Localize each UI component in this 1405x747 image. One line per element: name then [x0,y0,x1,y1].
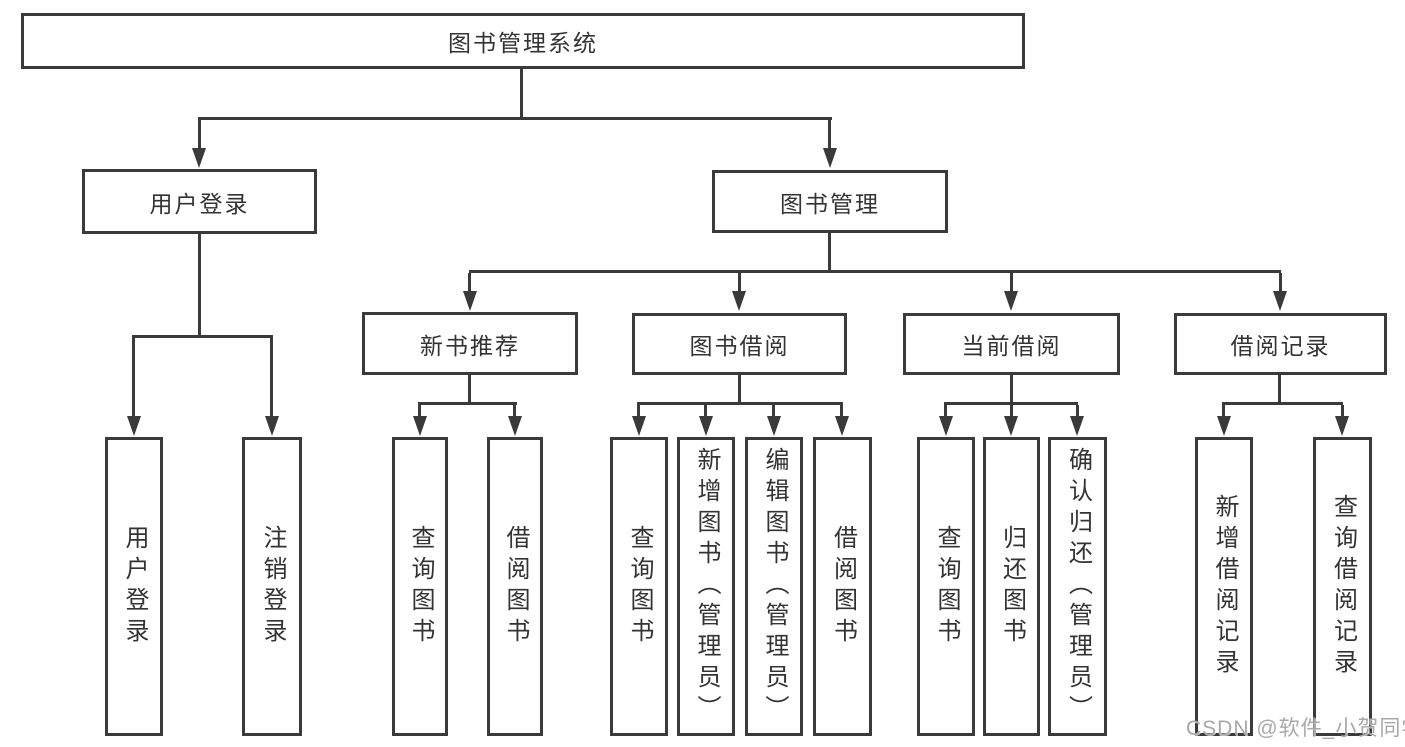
connector-book-borrow-stem [738,375,741,404]
arrowhead-new-book [463,291,477,311]
node-borrowing-records-label: 借阅记录 [1230,333,1331,359]
connector-leaf-stem [513,405,516,417]
leaf-query-books-newbook: 查询图书 [392,437,448,736]
connector-book-mgmt-branch [469,270,1281,273]
leaf-add-books-admin-label: 新增图书（管理员） [693,447,720,726]
node-book-borrowing-label: 图书借阅 [689,333,790,359]
node-new-book-recommend-label: 新书推荐 [420,332,520,359]
connector-book-mgmt-stem [828,233,831,272]
leaf-confirm-return-admin-label: 确认归还（管理员） [1064,447,1092,726]
connector-leaf-stem [840,405,843,417]
arrowhead-book-mgmt [823,148,837,168]
node-current-borrowing-label: 当前借阅 [961,333,1062,359]
connector-leaf-stem [1010,405,1013,417]
connector-current-borrow-stem [1010,375,1013,404]
connector-user-login-branch [132,335,273,338]
arrowhead-book-borrow [732,291,746,311]
leaf-borrow-books-borrow-label: 借阅图书 [829,524,857,649]
leaf-borrow-books-borrow: 借阅图书 [813,437,872,736]
connector-leaf-stem [637,405,640,417]
leaf-user-login: 用户登录 [105,437,163,736]
leaf-return-books: 归还图书 [983,437,1040,736]
connector-root-stem [520,69,523,119]
leaf-query-books-current-label: 查询图书 [933,524,960,649]
leaf-logout-label: 注销登录 [259,524,286,649]
connector-leaf-stem [772,405,775,417]
node-user-login-label: 用户登录 [149,190,250,217]
node-book-borrowing: 图书借阅 [632,313,847,375]
arrowhead-leaf [1335,416,1349,436]
leaf-borrow-books-newbook: 借阅图书 [487,437,543,736]
leaf-logout: 注销登录 [242,437,302,736]
leaf-query-books-borrow: 查询图书 [610,437,668,736]
leaf-query-books-newbook-label: 查询图书 [407,524,434,649]
arrowhead-leaf [1070,416,1084,436]
arrowhead-user-login [192,148,206,168]
leaf-edit-books-admin-label: 编辑图书（管理员） [761,447,788,726]
leaf-query-books-current: 查询图书 [917,437,975,736]
connector-borrow-record-stem [1278,375,1281,404]
leaf-user-login-label: 用户登录 [121,524,148,649]
node-book-management-label: 图书管理 [780,190,880,217]
arrowhead-leaf [835,416,849,436]
node-book-management: 图书管理 [712,170,948,233]
connector-l3-stem [1010,273,1013,293]
node-user-login: 用户登录 [82,169,317,234]
connector-leaf-stem [944,405,947,417]
arrowhead-leaf [413,416,427,436]
connector-new-book-branch [418,402,517,405]
connector-l3-stem [1279,273,1282,293]
arrowhead-leaf [767,416,781,436]
connector-leaf-stem [1076,405,1079,417]
connector-leaf-stem [418,405,421,417]
node-new-book-recommend: 新书推荐 [362,312,578,375]
arrowhead-borrow-record [1273,291,1287,311]
connector-leaf-stem [1222,405,1225,417]
arrowhead-leaf [508,416,522,436]
connector-leaf-stem [270,338,273,418]
connector-current-borrow-branch [944,402,1078,405]
node-library-system: 图书管理系统 [21,13,1025,69]
connector-to-book-mgmt-stem [828,120,831,149]
connector-l3-stem [468,273,471,293]
leaf-return-books-label: 归还图书 [998,524,1026,649]
leaf-query-books-borrow-label: 查询图书 [626,524,653,649]
connector-leaf-stem [1341,405,1344,417]
connector-root-branch [198,117,832,120]
leaf-edit-books-admin: 编辑图书（管理员） [745,437,803,736]
connector-l3-stem [738,273,741,293]
leaf-borrow-books-newbook-label: 借阅图书 [502,524,529,649]
arrowhead-leaf [127,416,141,436]
leaf-add-books-admin: 新增图书（管理员） [677,437,735,736]
connector-to-user-login-stem [198,120,201,149]
arrowhead-leaf [939,416,953,436]
arrowhead-leaf [265,416,279,436]
connector-user-login-stem [198,234,201,337]
connector-leaf-stem [132,338,135,418]
connector-leaf-stem [704,405,707,417]
arrowhead-leaf [632,416,646,436]
connector-borrow-record-branch [1222,402,1343,405]
arrowhead-leaf [1217,416,1231,436]
leaf-query-borrow-record: 查询借阅记录 [1313,437,1372,736]
arrowhead-leaf [699,416,713,436]
leaf-add-borrow-record-label: 新增借阅记录 [1211,493,1238,680]
node-library-system-label: 图书管理系统 [448,30,598,56]
connector-new-book-stem [468,375,471,404]
connector-book-borrow-branch [637,402,843,405]
arrowhead-leaf [1004,416,1018,436]
leaf-add-borrow-record: 新增借阅记录 [1195,437,1253,736]
leaf-query-borrow-record-label: 查询借阅记录 [1329,493,1357,680]
node-borrowing-records: 借阅记录 [1174,313,1387,375]
arrowhead-current-borrow [1004,291,1018,311]
leaf-confirm-return-admin: 确认归还（管理员） [1048,437,1107,736]
node-current-borrowing: 当前借阅 [903,313,1120,375]
csdn-watermark: CSDN @软件_小贺同学 [1186,717,1405,740]
